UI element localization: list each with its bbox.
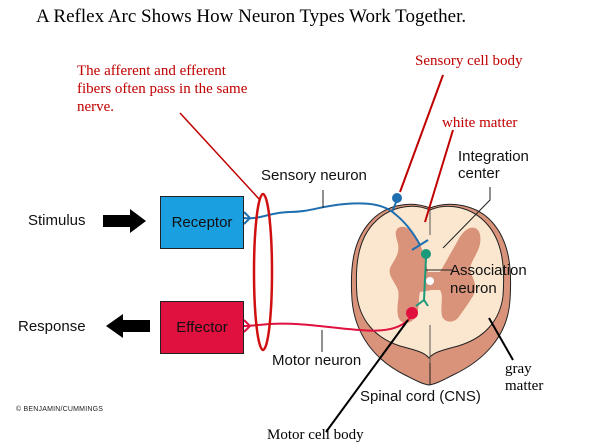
sensory-cell-body-label: Sensory cell body xyxy=(415,53,523,69)
fibers-note-line-3: nerve. xyxy=(77,99,115,115)
association-neuron-axon xyxy=(415,257,429,307)
response-arrow-icon xyxy=(106,314,150,338)
gray-matter-right xyxy=(430,227,481,322)
spinal-cord-label: Spinal cord (CNS) xyxy=(360,388,481,405)
association-neuron-line-2: neuron xyxy=(450,280,497,297)
gray-matter-line-1: gray xyxy=(505,361,532,377)
association-neuron-label: Association neuron xyxy=(450,262,527,298)
sensory-neuron-fiber xyxy=(243,202,421,246)
receptor-label: Receptor xyxy=(171,214,233,231)
sensory-neuron-label: Sensory neuron xyxy=(261,167,367,184)
fibers-note-line-2: fibers often pass in the same xyxy=(77,81,248,97)
motor-cell-body-label: Motor cell body xyxy=(267,427,364,443)
stimulus-label: Stimulus xyxy=(28,212,86,229)
stimulus-arrow-icon xyxy=(103,209,146,233)
integration-center-label: Integration center xyxy=(458,148,529,182)
shared-nerve-ellipse xyxy=(252,192,274,352)
effector-box: Effector xyxy=(160,301,244,354)
integration-center-line-2: center xyxy=(458,165,500,182)
effector-label: Effector xyxy=(176,319,228,336)
gray-matter-left xyxy=(389,226,432,324)
integration-center-line-1: Integration xyxy=(458,148,529,165)
association-neuron-body xyxy=(421,249,431,259)
fibers-note-line-1: The afferent and efferent xyxy=(77,63,226,79)
copyright-notice: © BENJAMIN/CUMMINGS xyxy=(16,406,104,413)
motor-neuron-label: Motor neuron xyxy=(272,352,362,369)
motor-cell-body xyxy=(406,307,418,319)
gray-matter-pointer xyxy=(488,317,514,361)
integration-center-leader xyxy=(442,187,491,249)
receptor-terminal xyxy=(243,211,252,225)
fibers-note: The afferent and efferent fibers often p… xyxy=(77,62,247,116)
receptor-box: Receptor xyxy=(160,196,244,249)
sensory-axon-terminals xyxy=(411,239,429,251)
fibers-note-pointer xyxy=(179,112,261,201)
white-matter-pointer xyxy=(424,129,454,223)
gray-matter-label: gray matter xyxy=(505,361,543,395)
motor-cell-body-pointer xyxy=(325,319,409,433)
gray-matter-line-2: matter xyxy=(505,378,544,394)
white-matter-label: white matter xyxy=(442,115,518,131)
effector-terminal xyxy=(243,319,252,333)
sensory-cell-body-pointer xyxy=(399,74,444,193)
response-label: Response xyxy=(18,318,86,335)
association-neuron-line-1: Association xyxy=(450,262,527,279)
sensory-cell-body xyxy=(392,193,402,203)
central-canal xyxy=(426,277,434,285)
diagram-title: A Reflex Arc Shows How Neuron Types Work… xyxy=(36,6,467,27)
